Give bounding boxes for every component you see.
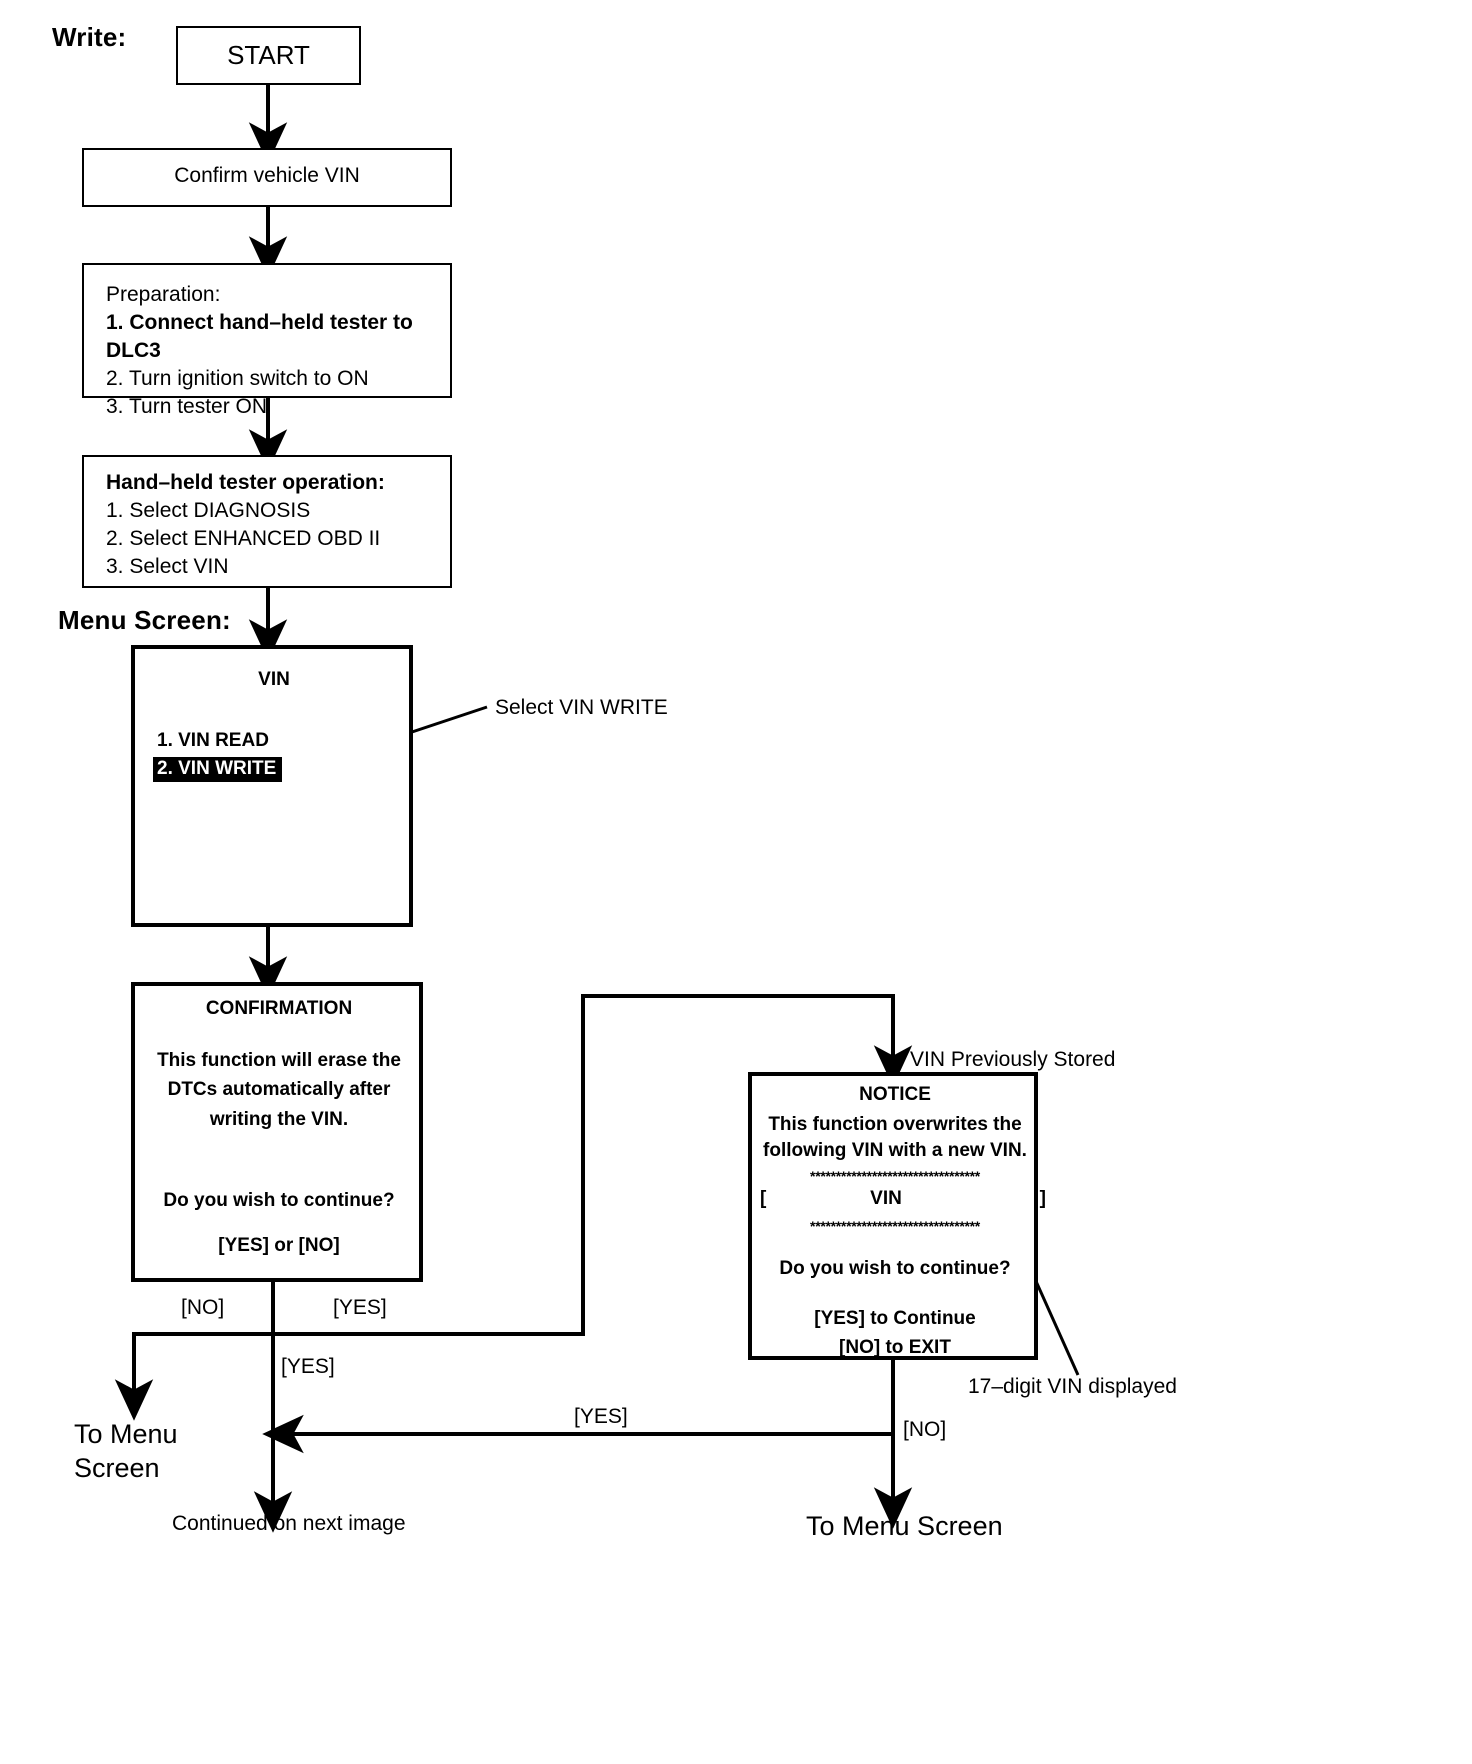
- node-preparation: Preparation: 1. Connect hand–held tester…: [82, 263, 452, 418]
- screen-confirmation-line-3: writing the VIN.: [209, 1108, 349, 1130]
- screen-notice-line-1: This function overwrites the: [768, 1114, 1022, 1135]
- menu-item-vin-write[interactable]: 2. VIN WRITE: [153, 757, 283, 782]
- screen-confirmation: CONFIRMATION This function will erase th…: [131, 982, 423, 1282]
- screen-confirmation-title: CONFIRMATION: [205, 998, 353, 1019]
- annotation-17-digit-vin: 17–digit VIN displayed: [968, 1375, 1177, 1398]
- node-preparation-heading: Preparation:: [106, 283, 221, 306]
- node-tester-operation-step-1: 1. Select DIAGNOSIS: [106, 498, 311, 522]
- screen-notice-title: NOTICE: [859, 1084, 931, 1105]
- edge-label-no-notice: [NO]: [903, 1418, 947, 1441]
- screen-notice-vin-placeholder: VIN: [870, 1188, 902, 1209]
- screen-confirmation-line-1: This function will erase the: [157, 1050, 401, 1071]
- edge-label-no-left: [NO]: [181, 1296, 225, 1319]
- node-confirm-vehicle-vin: Confirm vehicle VIN: [82, 148, 452, 207]
- screen-vin-menu: VIN 1. VIN READ 2. VIN WRITE: [131, 645, 413, 927]
- screen-notice-line-2: following VIN with a new VIN.: [763, 1139, 1027, 1161]
- node-start-label: START: [227, 40, 310, 70]
- terminal-to-menu-screen-right: To Menu Screen: [806, 1511, 1003, 1541]
- edge-label-yes-down: [YES]: [281, 1355, 335, 1378]
- terminal-continued-next-image: Continued on next image: [172, 1512, 406, 1535]
- annotation-select-vin-write: Select VIN WRITE: [495, 696, 668, 719]
- screen-notice-vin-open-bracket: [: [760, 1188, 767, 1209]
- node-tester-operation-step-2: 2. Select ENHANCED OBD II: [106, 526, 381, 550]
- menu-item-vin-read[interactable]: 1. VIN READ: [157, 730, 269, 751]
- terminal-to-menu-screen-left: To Menu Screen: [74, 1419, 178, 1483]
- node-tester-operation: Hand–held tester operation: 1. Select DI…: [82, 455, 452, 588]
- annotation-vin-previously-stored: VIN Previously Stored: [910, 1048, 1116, 1071]
- node-preparation-step-2: 2. Turn ignition switch to ON: [106, 366, 369, 390]
- node-tester-operation-step-3: 3. Select VIN: [106, 554, 229, 578]
- node-preparation-step-3: 3. Turn tester ON: [106, 394, 268, 418]
- screen-notice-answer-no: [NO] to EXIT: [839, 1337, 951, 1359]
- screen-notice: NOTICE This function overwrites the foll…: [748, 1072, 1046, 1360]
- node-confirm-vehicle-vin-label: Confirm vehicle VIN: [174, 164, 360, 187]
- screen-notice-rule-top: *********************************: [810, 1168, 980, 1184]
- edge-label-yes-return: [YES]: [574, 1405, 628, 1428]
- screen-notice-answer-yes: [YES] to Continue: [814, 1308, 976, 1329]
- screen-notice-rule-bottom: *********************************: [810, 1218, 980, 1234]
- screen-notice-question: Do you wish to continue?: [779, 1258, 1011, 1279]
- node-tester-operation-heading: Hand–held tester operation:: [106, 471, 385, 494]
- screen-confirmation-answers: [YES] or [NO]: [218, 1235, 340, 1257]
- screen-confirmation-line-2: DTCs automatically after: [167, 1079, 391, 1101]
- page-title: Write:: [52, 22, 127, 52]
- menu-screen-label: Menu Screen:: [58, 605, 231, 635]
- node-start: START: [176, 26, 361, 85]
- screen-notice-vin-close-bracket: ]: [1039, 1188, 1046, 1209]
- screen-confirmation-question: Do you wish to continue?: [163, 1190, 395, 1211]
- node-preparation-step-1: 1. Connect hand–held tester to DLC3: [106, 310, 413, 362]
- edge-label-yes-right: [YES]: [333, 1296, 387, 1319]
- screen-vin-menu-title: VIN: [258, 669, 290, 690]
